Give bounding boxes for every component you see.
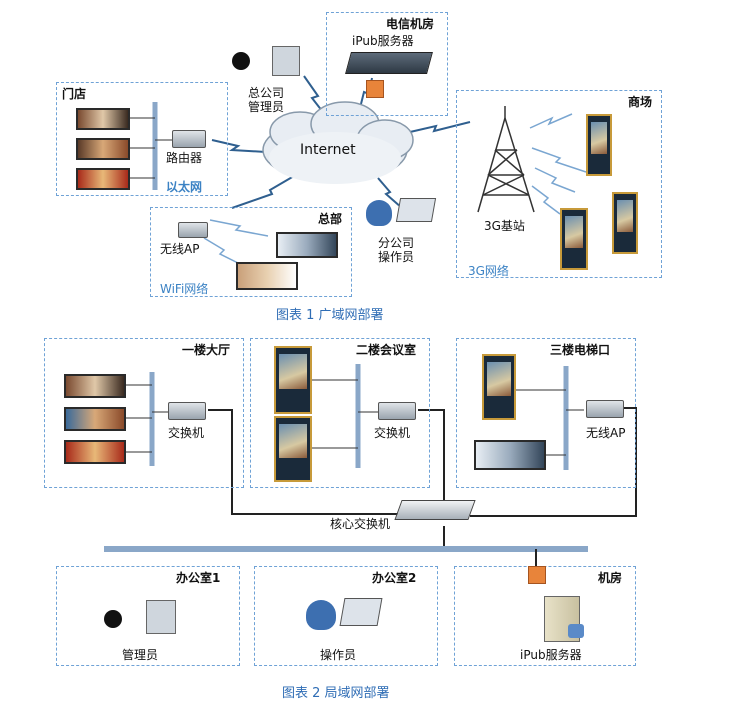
display-screen [236,262,298,290]
branch-operator-label-2: 操作员 [378,250,415,264]
wireless-link-icon [409,121,471,133]
office2-box [254,566,438,666]
core-switch-label: 核心交换机 [330,517,391,531]
3g-network-label: 3G网络 [468,264,509,278]
office2-person-label: 操作员 [320,648,357,662]
display-screen [76,108,130,130]
mall-title: 商场 [628,95,653,109]
floor1-switch-label: 交换机 [168,426,205,440]
office1-person-label: 管理员 [122,648,159,662]
floor2-box [250,338,430,488]
telecom-server-label: iPub服务器 [352,34,414,48]
machine-room-server-label: iPub服务器 [520,648,582,662]
core-switch-icon [394,500,476,520]
floor3-box [456,338,636,488]
display-screen [64,374,126,398]
floor1-box [44,338,244,488]
telecom-room-title: 电信机房 [386,17,435,31]
office1-title: 办公室1 [176,571,221,585]
digital-kiosk [560,208,588,270]
headquarters-box [150,207,352,297]
telecom-room-box [326,12,448,116]
branch-operator-label-1: 分公司 [378,236,415,250]
display-screen [76,168,130,190]
ethernet-label: 以太网 [166,180,203,194]
display-screen [64,440,126,464]
hq-admin-label-2: 管理员 [248,100,285,114]
switch-icon [168,402,206,420]
wireless-link-icon [377,177,403,209]
switch-icon [378,402,416,420]
digital-kiosk [274,416,312,482]
admin-person-icon [232,52,250,70]
digital-kiosk [586,114,612,176]
operator-person-icon [366,200,392,226]
wireless-link-icon [231,175,295,209]
display-screen [474,440,546,470]
internet-label: Internet [300,142,356,158]
admin-person-icon [104,610,122,628]
router-icon [172,130,206,148]
headquarters-title: 总部 [318,212,343,226]
digital-kiosk [612,192,638,254]
operator-person-icon [306,600,336,630]
store-title: 门店 [62,87,87,101]
base-station-label: 3G基站 [484,219,525,233]
desktop-computer-icon [146,600,176,634]
floor1-title: 一楼大厅 [182,343,231,357]
firewall-icon [528,566,546,584]
display-screen [76,138,130,160]
wifi-network-label: WiFi网络 [160,282,209,296]
caption-figure-2: 图表 2 局域网部署 [282,686,390,701]
internet-cloud-icon [262,101,414,184]
store-box [56,82,228,196]
router-label: 路由器 [166,151,203,165]
floor3-title: 三楼电梯口 [550,343,611,357]
wireless-ap-icon [586,400,624,418]
wireless-link-icon [303,75,327,117]
display-screen [64,407,126,431]
office2-title: 办公室2 [372,571,417,585]
floor2-switch-label: 交换机 [374,426,411,440]
firewall-icon [366,80,384,98]
database-icon [568,624,584,638]
mall-box [456,90,662,278]
machine-room-title: 机房 [598,571,623,585]
caption-figure-1: 图表 1 广域网部署 [276,308,384,323]
floor2-title: 二楼会议室 [356,343,417,357]
floor3-ap-label: 无线AP [586,426,626,440]
digital-kiosk [482,354,516,420]
wireless-link-icon [211,139,267,153]
display-screen [276,232,338,258]
hq-admin-label-1: 总公司 [248,86,285,100]
wireless-ap-label: 无线AP [160,242,200,256]
cell-tower-icon [477,106,535,213]
wireless-ap-icon [178,222,208,238]
laptop-icon [339,598,383,626]
office1-box [56,566,240,666]
digital-kiosk [274,346,312,414]
desktop-computer-icon [272,46,300,76]
